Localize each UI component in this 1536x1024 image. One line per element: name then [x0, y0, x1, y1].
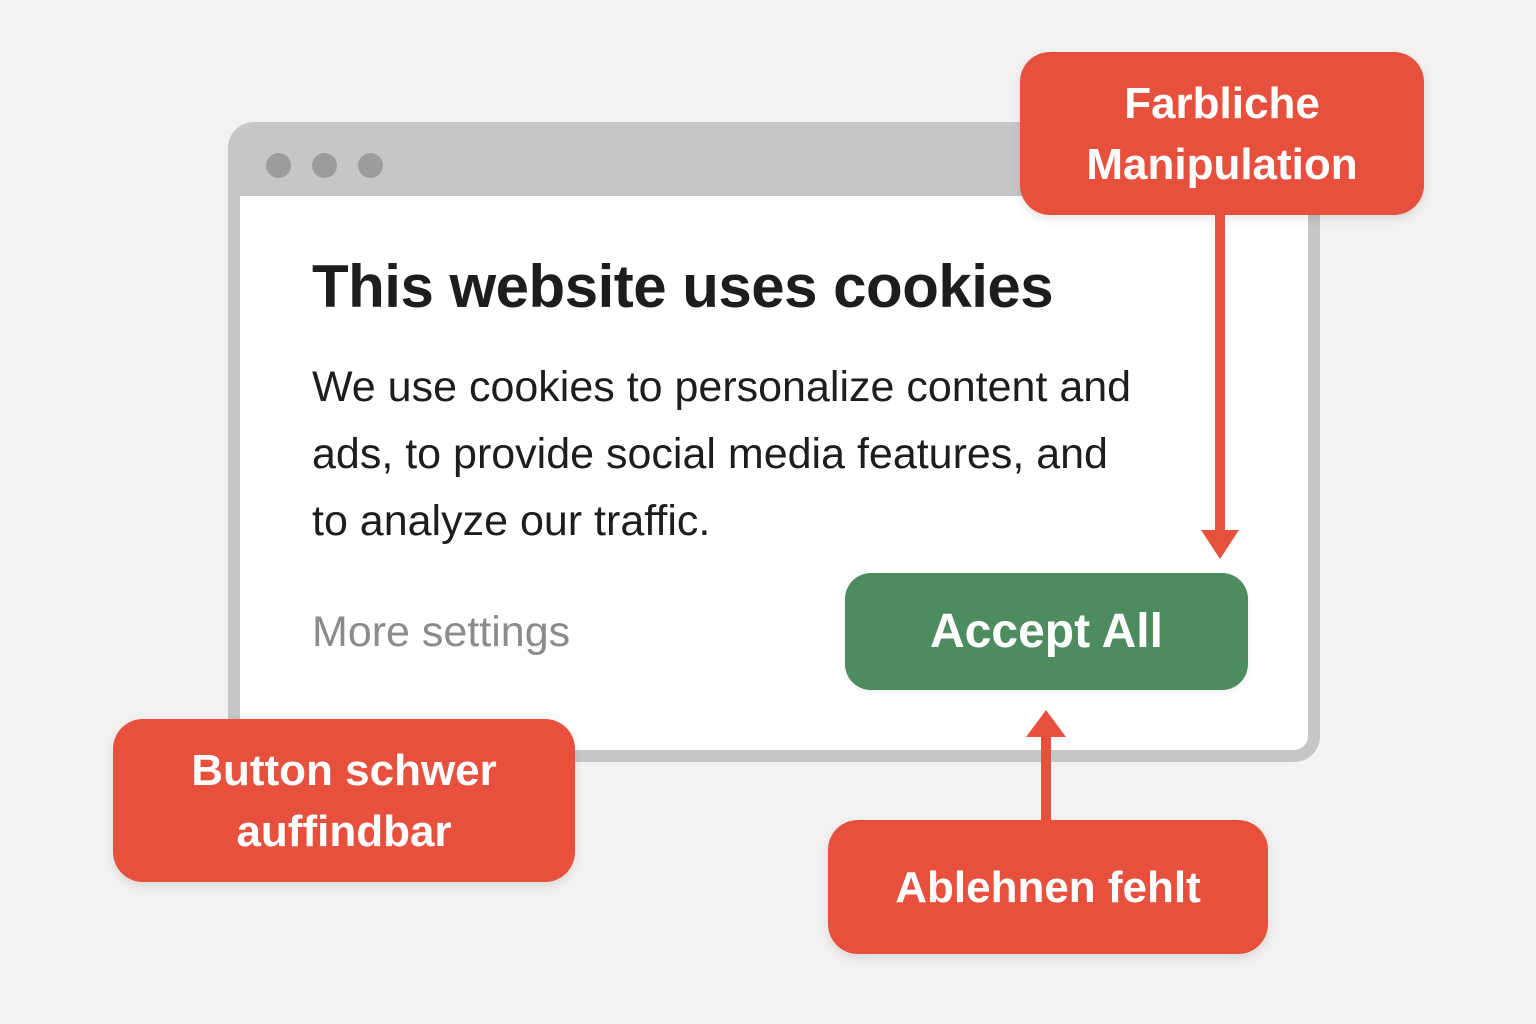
arrow-up-line [1041, 736, 1051, 822]
arrow-down-line [1215, 214, 1225, 532]
window-control-dot[interactable] [266, 152, 291, 178]
cookie-banner: This website uses cookies We use cookies… [240, 196, 1308, 750]
accept-all-button[interactable]: Accept All [845, 573, 1248, 690]
annotation-line: Button schwer [191, 745, 497, 795]
browser-window: This website uses cookies We use cookies… [228, 122, 1320, 762]
arrow-down-icon [1201, 530, 1239, 559]
cookie-banner-title: This website uses cookies [312, 253, 1054, 320]
description-line: We use cookies to personalize content an… [312, 363, 1132, 411]
window-control-dot[interactable] [312, 152, 337, 178]
cookie-banner-description: We use cookies to personalize content an… [312, 354, 1131, 555]
annotation-line: Ablehnen fehlt [895, 862, 1201, 912]
annotation-decline-missing: Ablehnen fehlt [828, 820, 1268, 954]
more-settings-link[interactable]: More settings [312, 608, 571, 656]
description-line: ads, to provide social media features, a… [312, 430, 1108, 478]
description-line: to analyze our traffic. [312, 497, 711, 545]
annotation-line: Farbliche [1124, 78, 1320, 128]
arrow-up-icon [1026, 710, 1066, 737]
annotation-line: auffindbar [236, 806, 452, 856]
annotation-line: Manipulation [1086, 139, 1358, 189]
annotation-hard-to-find: Button schwer auffindbar [113, 719, 575, 882]
window-control-dot[interactable] [358, 152, 383, 178]
annotation-color-manipulation: Farbliche Manipulation [1020, 52, 1424, 215]
